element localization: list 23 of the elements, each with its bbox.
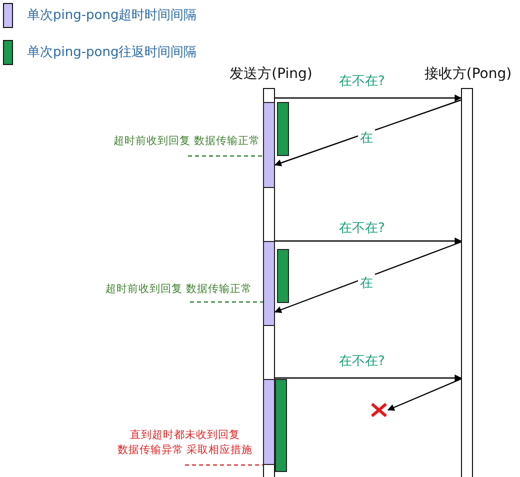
participant-label: 发送方(Ping) xyxy=(228,65,314,83)
message-arrow xyxy=(275,238,462,244)
edge-label: 在不在? xyxy=(337,219,387,237)
message-arrow xyxy=(274,99,462,166)
note-text: 超时前收到回复 数据传输正常 xyxy=(104,282,252,297)
message-arrow xyxy=(387,378,462,411)
edge-label: 在不在? xyxy=(337,72,387,90)
note-text: 超时前收到回复 数据传输正常 xyxy=(112,134,260,149)
leader-line xyxy=(188,155,263,157)
cross-mark xyxy=(370,402,388,418)
note-text: 直到超时都未收到回复 xyxy=(129,428,241,443)
message-arrow xyxy=(275,374,462,382)
edge-label: 在 xyxy=(358,274,375,292)
edge-label: 在 xyxy=(358,129,375,147)
leader-line xyxy=(190,301,263,303)
message-arrow xyxy=(274,241,462,314)
note-text: 数据传输异常 采取相应措施 xyxy=(116,443,254,458)
legend-label: 单次ping-pong超时时间间隔 xyxy=(27,7,197,24)
message-arrow xyxy=(275,94,462,102)
participant-label: 接收方(Pong) xyxy=(423,65,513,83)
edge-label: 在不在? xyxy=(337,352,387,370)
leader-line xyxy=(185,464,263,466)
legend-label: 单次ping-pong往返时间间隔 xyxy=(27,44,197,61)
